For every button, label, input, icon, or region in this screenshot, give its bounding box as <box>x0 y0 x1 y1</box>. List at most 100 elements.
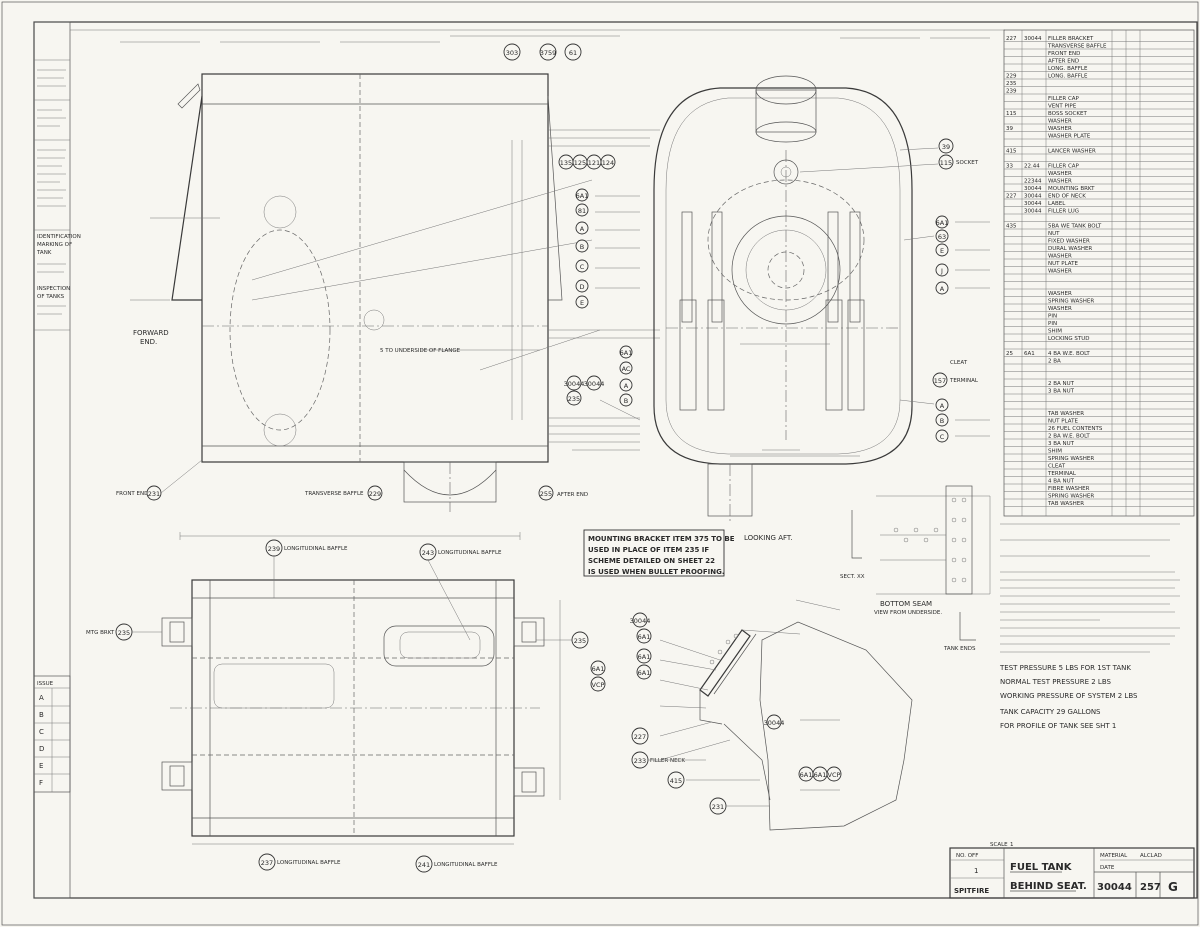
front-end-label: FRONT END <box>116 491 148 497</box>
svg-text:125: 125 <box>574 159 586 167</box>
mounting-note-line-4: IS USED WHEN BULLET PROOFING. <box>588 568 725 576</box>
parts-description: FILLER CAP <box>1048 164 1080 170</box>
parts-description: CLEAT <box>1048 464 1066 470</box>
parts-description: TAB WASHER <box>1047 501 1084 507</box>
parts-item-number: 33 <box>1006 164 1013 170</box>
parts-description: BOSS SOCKET <box>1048 111 1087 117</box>
neck-231-bubble: 231 <box>712 803 724 811</box>
baffle-top-label: LONGITUDINAL BAFFLE <box>284 546 348 552</box>
margin-note-4: INSPECTION <box>37 286 70 292</box>
neck-ring-bubble: 415 <box>670 777 682 785</box>
svg-text:135: 135 <box>560 159 572 167</box>
parts-description: FRONT END <box>1048 51 1080 57</box>
filler-neck-bubble: 233 <box>634 757 646 765</box>
parts-description: WASHER PLATE <box>1048 134 1091 140</box>
svg-text:E: E <box>940 247 944 255</box>
material-label: MATERIAL <box>1100 853 1128 859</box>
svg-text:121: 121 <box>588 159 600 167</box>
parts-description: 5BA WE TANK BOLT <box>1048 224 1102 230</box>
cleat-detail: SECT. XX BOTTOM SEAM VIEW FROM UNDERSIDE… <box>840 485 991 652</box>
tank-end-outline <box>653 87 913 465</box>
title-block: NO. OFF 1 SPITFIRE FUEL TANK BEHIND SEAT… <box>949 842 1195 899</box>
drawing-number: 30044 <box>1097 882 1132 893</box>
parts-item-number: 415 <box>1006 149 1017 155</box>
issue-d: D <box>39 745 44 753</box>
mtg-bracket-label: MTG BRKT <box>86 630 115 636</box>
parts-description: 4 BA NUT <box>1048 479 1075 485</box>
scale-label: SCALE <box>990 842 1008 848</box>
baffle-bl-label: LONGITUDINAL BAFFLE <box>277 860 341 866</box>
parts-description: WASHER <box>1048 179 1072 185</box>
svg-text:5 TO UNDERSIDE OF FLANGE: 5 TO UNDERSIDE OF FLANGE <box>380 348 461 354</box>
parts-description: SHIM <box>1048 329 1062 335</box>
svg-text:B: B <box>580 243 584 251</box>
issue-c: C <box>39 728 44 736</box>
parts-description: DURAL WASHER <box>1048 246 1092 252</box>
sheet-number: 257 <box>1140 882 1161 893</box>
parts-item-number: 235 <box>1006 81 1017 87</box>
parts-description: 4 BA W.E. BOLT <box>1048 351 1090 357</box>
svg-text:C: C <box>580 263 585 271</box>
left-margin-notes: IDENTIFICATION MARKING OF TANK INSPECTIO… <box>33 21 81 899</box>
parts-item-number: 229 <box>1006 74 1017 80</box>
parts-item-number: 39 <box>1006 126 1013 132</box>
issue-header: ISSUE <box>37 681 54 687</box>
material-value: ALCLAD <box>1140 853 1162 859</box>
svg-text:30044: 30044 <box>764 719 785 727</box>
parts-drawing-number: 22344 <box>1024 179 1042 185</box>
parts-description: WASHER <box>1048 126 1072 132</box>
parts-description: END OF NECK <box>1048 194 1086 200</box>
svg-text:6A1: 6A1 <box>638 633 651 641</box>
cleat-label: CLEAT <box>950 360 968 366</box>
baffle-br-bubble: 241 <box>418 861 430 869</box>
filler-neck-label: FILLER NECK <box>650 758 685 764</box>
svg-text:B: B <box>940 417 944 425</box>
svg-text:6A1: 6A1 <box>620 349 633 357</box>
title-line-2: BEHIND SEAT. <box>1010 881 1087 892</box>
svg-text:124: 124 <box>602 159 614 167</box>
issue-e: E <box>39 762 43 770</box>
test-pressure-note: TEST PRESSURE 5 LBS FOR 1ST TANK <box>999 664 1131 672</box>
svg-text:B: B <box>624 397 628 405</box>
parts-item-number: 239 <box>1006 89 1017 95</box>
parts-item-number: 435 <box>1006 224 1017 230</box>
parts-drawing-number: 30044 <box>1024 209 1042 215</box>
socket-label: SOCKET <box>956 160 979 166</box>
tank-capacity-note: TANK CAPACITY 29 GALLONS <box>999 708 1101 716</box>
parts-description: AFTER END <box>1048 59 1079 65</box>
svg-text:30044: 30044 <box>584 380 605 388</box>
parts-item-number: 115 <box>1006 111 1017 117</box>
parts-description: SHIM <box>1048 449 1062 455</box>
svg-text:6A1: 6A1 <box>638 669 651 677</box>
margin-note-5: OF TANKS <box>37 294 65 300</box>
mounting-bracket-note: MOUNTING BRACKET ITEM 375 TO BE USED IN … <box>583 529 735 577</box>
after-end-bubble: 255 <box>540 490 552 498</box>
parts-description: NUT PLATE <box>1048 419 1078 425</box>
parts-description: LANCER WASHER <box>1048 149 1096 155</box>
parts-description: 3 BA NUT <box>1048 441 1075 447</box>
parts-description: WASHER <box>1048 119 1072 125</box>
socket-bubble: 115 <box>940 159 952 167</box>
svg-text:J: J <box>940 267 943 275</box>
svg-text:E: E <box>580 299 584 307</box>
after-end-label: AFTER END <box>557 492 588 498</box>
parts-description: PIN <box>1048 314 1057 320</box>
mounting-note-line-2: USED IN PLACE OF ITEM 235 IF <box>588 546 709 554</box>
parts-drawing-number: 30044 <box>1024 194 1042 200</box>
parts-description: TERMINAL <box>1047 471 1077 477</box>
parts-drawing-number: 30044 <box>1024 36 1042 42</box>
baffle-bl-bubble: 237 <box>261 859 273 867</box>
profile-note: FOR PROFILE OF TANK SEE SHT 1 <box>1000 722 1116 730</box>
svg-text:30044: 30044 <box>564 380 585 388</box>
no-off-value: 1 <box>974 867 978 875</box>
margin-note-2: MARKING OF <box>37 242 72 248</box>
parts-description: TRANSVERSE BAFFLE <box>1047 44 1107 50</box>
mtg-bracket-bubble-left: 235 <box>118 629 130 637</box>
filler-neck-detail: 30044 6A1 6A1 6A1 6A1 VCP 227 233 415 23… <box>590 599 913 831</box>
svg-text:81: 81 <box>578 207 586 215</box>
parts-description: VENT PIPE <box>1048 104 1077 110</box>
top-reference-strip: 303 3759 61 <box>70 29 1005 61</box>
svg-text:VCP: VCP <box>592 681 605 689</box>
terminal-bubble: 157 <box>934 377 946 385</box>
